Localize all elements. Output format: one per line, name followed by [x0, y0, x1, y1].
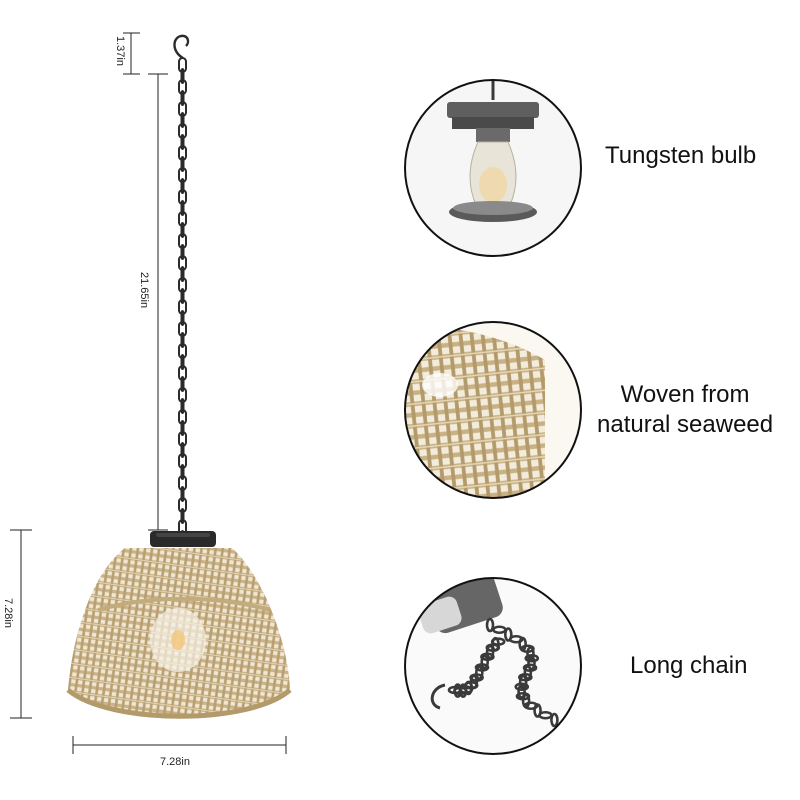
chain-closeup	[404, 577, 582, 755]
chain-link	[180, 244, 185, 260]
chain-length-label: 21.65in	[138, 272, 150, 309]
chain-link	[503, 627, 513, 642]
chain-link	[180, 266, 185, 282]
chain-link	[180, 178, 185, 194]
chain-link	[523, 665, 533, 680]
chain-link	[180, 68, 185, 84]
feature-weave-line-1: Woven from	[620, 381, 750, 408]
feature-chain-caption: Long chain	[630, 651, 747, 681]
bulb-closeup	[404, 79, 582, 257]
shade-cap	[150, 531, 216, 547]
chain-link	[180, 376, 185, 392]
dimension-shade-width	[72, 736, 287, 754]
feature-bulb-caption: Tungsten bulb	[605, 141, 756, 171]
dimension-shade-height	[10, 529, 32, 719]
chain-link	[526, 646, 535, 661]
chain-link	[180, 222, 185, 238]
chain-link	[180, 420, 185, 436]
chain-link	[180, 486, 185, 502]
chain-link	[180, 354, 185, 370]
chain-link	[180, 442, 185, 458]
chain	[178, 57, 187, 546]
chain-link	[533, 703, 542, 718]
chain-link	[180, 508, 185, 524]
weave-closeup	[404, 321, 582, 499]
chain-link	[180, 90, 185, 106]
chain-link	[514, 682, 530, 692]
shade-width-label: 7.28in	[160, 756, 190, 768]
chain-link	[180, 134, 185, 150]
chain-link	[480, 654, 490, 670]
chain-link	[485, 617, 495, 633]
feature-bulb-line-1: Tungsten bulb	[605, 142, 757, 169]
chain-link	[180, 310, 185, 326]
chain-link	[180, 398, 185, 414]
chain-link	[180, 200, 185, 216]
chain-link	[180, 464, 185, 480]
feature-chain-line-1: Long chain	[630, 652, 748, 679]
dimension-chain-length	[148, 73, 168, 531]
chain-link	[180, 112, 185, 128]
chain-link	[524, 653, 540, 663]
wicker-shade	[66, 548, 292, 719]
feature-weave-line-2: natural seaweed	[597, 411, 774, 438]
chain-link	[517, 684, 526, 699]
feature-weave-caption: Woven from natural seaweed	[597, 380, 773, 440]
chain-link	[180, 156, 185, 172]
chain-link	[474, 665, 484, 680]
hook-icon	[173, 34, 190, 60]
chain-link	[550, 712, 559, 728]
shade-height-label: 7.28in	[2, 598, 14, 628]
hook-height-label: 1.37in	[114, 36, 126, 66]
chain-link	[490, 637, 506, 646]
chain-link	[180, 332, 185, 348]
dimension-hook-height	[123, 32, 140, 75]
chain-link	[180, 288, 185, 304]
